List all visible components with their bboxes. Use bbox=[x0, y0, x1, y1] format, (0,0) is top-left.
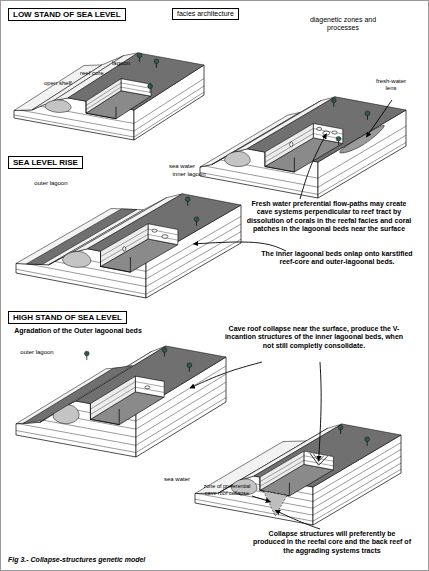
tree-crown bbox=[331, 98, 336, 103]
cave-void bbox=[162, 235, 168, 239]
block-diagram bbox=[16, 346, 226, 457]
stage-heading-box: HIGH STAND OF SEA LEVEL bbox=[8, 311, 127, 324]
facies-label: outer lagoon bbox=[18, 349, 56, 356]
panel-tag-box: facies architecture bbox=[172, 8, 239, 20]
leader-arrow bbox=[319, 362, 322, 461]
heading-text: HIGH STAND OF SEA LEVEL bbox=[13, 313, 122, 322]
cave-void bbox=[290, 142, 293, 147]
leader-arrow bbox=[275, 510, 320, 529]
tree-crown bbox=[154, 59, 159, 64]
bedding-line bbox=[260, 456, 334, 482]
cave-void bbox=[317, 127, 322, 130]
tree-crown bbox=[336, 136, 341, 141]
bedding-line bbox=[90, 382, 164, 410]
stage-heading-box: SEA LEVEL RISE bbox=[8, 156, 83, 169]
bedding-line bbox=[40, 79, 204, 124]
cave-void bbox=[123, 247, 126, 251]
bedding-line bbox=[66, 216, 241, 271]
tree-crown bbox=[338, 425, 343, 430]
collapse-zone-cone bbox=[263, 491, 287, 516]
cutout-edge bbox=[101, 251, 131, 272]
leader-arrow bbox=[300, 134, 326, 199]
stage-heading-box: LOW STAND OF SEA LEVEL bbox=[8, 8, 126, 21]
cave-void bbox=[145, 386, 150, 389]
process-note: Cave roof collapse near the surface, pro… bbox=[224, 325, 404, 350]
cutout-edge bbox=[86, 101, 116, 119]
zone-label: zone of preferential cave roof collapse bbox=[203, 483, 251, 496]
bedding-line bbox=[52, 374, 226, 429]
heading-text: facies architecture bbox=[177, 10, 234, 17]
fresh-water-lens bbox=[340, 125, 385, 153]
tree-crown bbox=[194, 217, 199, 222]
bedding-line bbox=[86, 87, 151, 110]
cutout-side-wall bbox=[101, 224, 149, 267]
tree-crown bbox=[148, 84, 153, 89]
process-note: Collapse structures will preferently be … bbox=[253, 530, 411, 555]
figure-caption: Fig 3.- Collapse-structures genetic mode… bbox=[8, 556, 145, 563]
leader-line bbox=[252, 496, 271, 502]
cutout-back-wall bbox=[313, 124, 343, 144]
bedding-line bbox=[260, 460, 334, 486]
cutout-back-wall bbox=[135, 376, 164, 397]
cave-void bbox=[152, 229, 157, 232]
leader-arrow bbox=[190, 362, 262, 388]
leader-arrow bbox=[194, 242, 287, 251]
block-diagram bbox=[195, 424, 401, 525]
water-body-label: fresh-water lens bbox=[372, 78, 410, 92]
bedding-line bbox=[86, 83, 151, 106]
facies-label: inner lagoon bbox=[170, 171, 208, 178]
water-body-label: sea water bbox=[166, 163, 198, 170]
process-note: Agradation of the Outer lagoonal beds bbox=[14, 327, 142, 335]
process-note: Fresh water preferential flow-paths may … bbox=[246, 200, 412, 234]
bedding-line bbox=[21, 86, 204, 131]
process-note: The inner lagoonal beds onlap onto karst… bbox=[260, 250, 414, 267]
section-subheading: diagenetic zones and processes bbox=[308, 16, 378, 33]
reef-core-body bbox=[225, 151, 251, 166]
cutout-side-wall bbox=[260, 451, 304, 490]
tree-crown bbox=[185, 197, 190, 202]
bedding-line bbox=[90, 387, 164, 415]
reef-core-body bbox=[45, 100, 71, 113]
cutout-edge bbox=[265, 152, 295, 172]
reef-core-body bbox=[63, 251, 91, 267]
facies-label: open shelf bbox=[44, 80, 84, 87]
tree-crown bbox=[187, 363, 192, 368]
cutout-edge bbox=[90, 404, 119, 425]
tree-crown bbox=[84, 351, 89, 356]
bedding-line bbox=[205, 135, 406, 187]
tree-crown bbox=[365, 111, 370, 116]
bedding-line bbox=[265, 134, 343, 163]
heading-text: SEA LEVEL RISE bbox=[13, 158, 78, 167]
leader-arrow bbox=[366, 100, 392, 137]
cave-void bbox=[332, 131, 337, 134]
cutout-side-wall bbox=[90, 376, 135, 419]
heading-text: LOW STAND OF SEA LEVEL bbox=[13, 10, 121, 19]
tree-crown bbox=[137, 53, 142, 58]
bedding-line bbox=[230, 449, 401, 501]
bedding-line bbox=[197, 463, 401, 515]
facies-label: lagoon bbox=[112, 60, 152, 67]
block-diagram bbox=[200, 97, 406, 198]
bedding-line bbox=[265, 129, 343, 158]
water-body-label: sea water bbox=[161, 476, 193, 483]
block-diagram bbox=[14, 53, 204, 140]
cutout-side-wall bbox=[265, 124, 313, 167]
facies-label: reef core bbox=[80, 70, 120, 77]
cutout-back-wall bbox=[148, 224, 178, 245]
block-diagram bbox=[16, 194, 241, 298]
bedding-line bbox=[101, 234, 178, 262]
bedding-line bbox=[101, 229, 178, 257]
facies-label: outer lagoon bbox=[32, 180, 70, 187]
tree-crown bbox=[365, 437, 370, 442]
tree-crown bbox=[162, 348, 167, 353]
